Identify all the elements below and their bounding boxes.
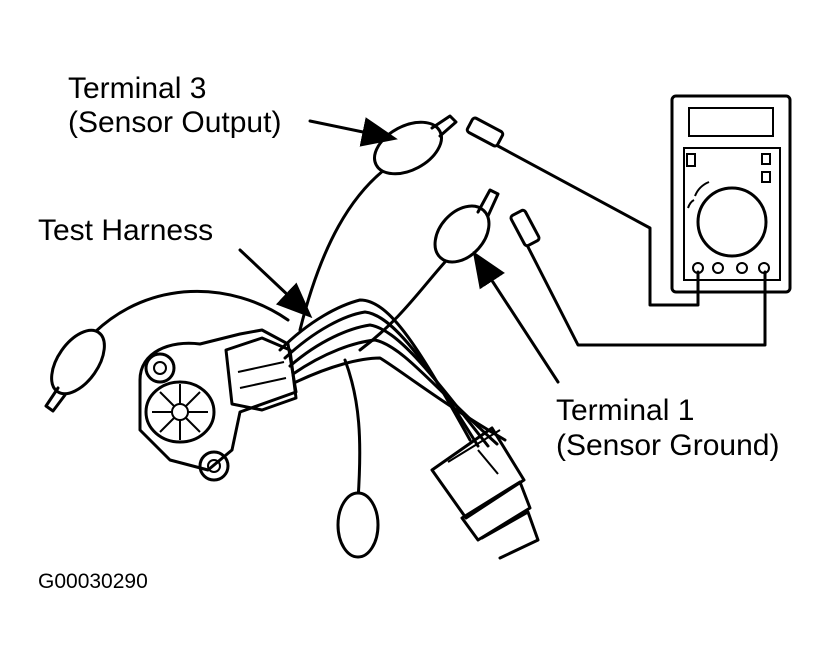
figure-id: G00030290 <box>38 570 148 593</box>
alligator-clips <box>44 114 500 559</box>
label-sensor-output: (Sensor Output) <box>68 106 281 139</box>
arrow-test-harness <box>238 248 313 319</box>
callout-arrows <box>238 117 560 384</box>
connector-body <box>430 426 526 520</box>
meter-leads <box>465 116 767 347</box>
sensor-body <box>138 328 298 472</box>
clip-terminal-1 <box>433 204 491 264</box>
label-sensor-ground: (Sensor Ground) <box>556 429 779 462</box>
multimeter <box>670 94 792 294</box>
lead-terminal-3 <box>496 144 700 307</box>
sensor-connector <box>224 336 298 412</box>
clip-left <box>50 328 106 396</box>
test-harness-wires <box>93 158 507 502</box>
throttle-position-sensor <box>138 328 298 482</box>
mount-hole-bottom <box>198 450 230 482</box>
multimeter-panel <box>683 147 781 281</box>
arrow-terminal-1 <box>472 250 560 384</box>
wire-left-clip <box>93 289 290 334</box>
jack-3 <box>736 262 748 274</box>
wire-bottom-clip <box>343 358 362 502</box>
probe-tip-terminal-3 <box>465 116 505 148</box>
multimeter-body <box>670 94 792 294</box>
probe-tip-terminal-1 <box>509 208 541 248</box>
multimeter-display <box>688 107 774 137</box>
lead-terminal-1 <box>525 243 767 347</box>
mount-hole-top <box>144 352 176 384</box>
jack-2 <box>712 262 724 274</box>
vehicle-connector <box>430 426 540 560</box>
label-test-harness: Test Harness <box>38 214 213 247</box>
label-terminal-1: Terminal 1 <box>556 394 694 427</box>
arrow-terminal-3 <box>308 117 398 147</box>
clip-bottom <box>336 491 380 559</box>
sensor-rotor <box>144 380 216 444</box>
label-terminal-3: Terminal 3 <box>68 72 206 105</box>
multimeter-dial <box>696 186 768 258</box>
